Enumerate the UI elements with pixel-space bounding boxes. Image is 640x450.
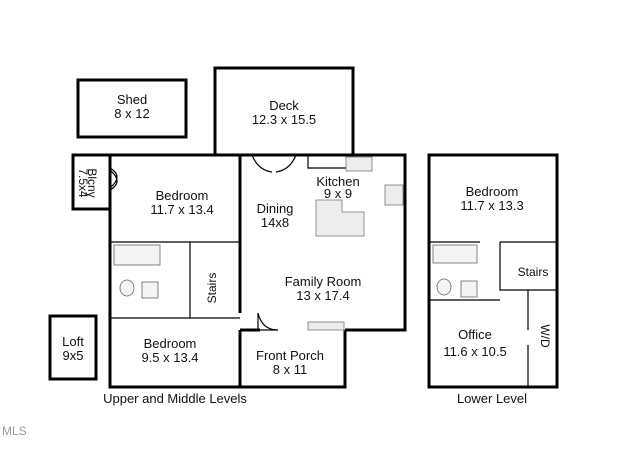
- bath-lower: [432, 244, 478, 298]
- bedroom-lower-room: Bedroom 11.7 x 13.3: [460, 184, 523, 213]
- family-room: Family Room 13 x 17.4: [285, 274, 362, 303]
- family-room-dims: 13 x 17.4: [296, 288, 350, 303]
- bedroom-upper-dims: 11.7 x 13.4: [150, 202, 213, 217]
- office-dims: 11.6 x 10.5: [443, 344, 506, 359]
- deck-dims: 12.3 x 15.5: [252, 112, 316, 127]
- wd-label: W/D: [538, 324, 552, 348]
- bedroom-middle-dims: 9.5 x 13.4: [141, 350, 198, 365]
- kitchen-fixtures: [315, 156, 404, 237]
- front-door-swing: [257, 312, 279, 331]
- bedroom-upper-room: Bedroom 11.7 x 13.4: [150, 188, 213, 217]
- hearth: [307, 321, 345, 331]
- shed-dims: 8 x 12: [114, 106, 149, 121]
- bedroom-lower-name: Bedroom: [466, 184, 519, 199]
- balcony-dims: 7.5x4: [76, 168, 90, 198]
- family-room-name: Family Room: [285, 274, 362, 289]
- bedroom-middle-name: Bedroom: [144, 336, 197, 351]
- deck-room: Deck 12.3 x 15.5: [213, 66, 355, 157]
- kitchen-name: Kitchen: [316, 174, 359, 189]
- lower-level-walls: [427, 153, 559, 389]
- stairs-upper-label: Stairs: [205, 273, 219, 304]
- loft-room: Loft 9x5: [48, 314, 98, 381]
- caption-lower: Lower Level: [457, 391, 527, 406]
- stairs-lower-label: Stairs: [518, 265, 549, 279]
- kitchen-dims: 9 x 9: [324, 186, 352, 201]
- balcony-door-swing: [109, 167, 118, 189]
- bedroom-middle-room: Bedroom 9.5 x 13.4: [141, 336, 198, 365]
- deck-name: Deck: [269, 98, 299, 113]
- caption-upper-middle: Upper and Middle Levels: [103, 391, 247, 406]
- porch-name: Front Porch: [256, 348, 324, 363]
- dining-name: Dining: [257, 201, 294, 216]
- bedroom-lower-dims: 11.7 x 13.3: [460, 198, 523, 213]
- office-room: Office 11.6 x 10.5: [443, 327, 506, 359]
- loft-name: Loft: [62, 334, 84, 349]
- porch-dims: 8 x 11: [273, 362, 307, 377]
- loft-dims: 9x5: [63, 348, 84, 363]
- office-name: Office: [458, 327, 492, 342]
- balcony-door-swing-2: [109, 169, 118, 191]
- front-porch-room: Front Porch 8 x 11: [238, 330, 347, 389]
- dining-room: Dining 14x8: [257, 201, 294, 230]
- deck-door-swing: [251, 154, 297, 173]
- bedroom-upper-name: Bedroom: [156, 188, 209, 203]
- balcony-name: Blcny: [85, 168, 99, 197]
- shed-room: Shed 8 x 12: [76, 78, 188, 139]
- dining-dims: 14x8: [261, 215, 289, 230]
- kitchen-room: Kitchen 9 x 9: [316, 174, 359, 201]
- shed-name: Shed: [117, 92, 147, 107]
- bath-upper: [113, 244, 161, 299]
- mls-watermark: MLS: [2, 424, 27, 438]
